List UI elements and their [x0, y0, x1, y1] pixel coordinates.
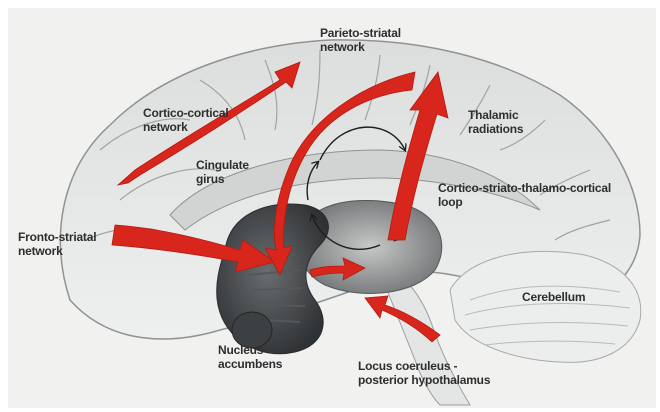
label-cortico-cortical: Cortico-cortical network: [143, 106, 228, 134]
label-parieto-line1: Parieto-striatal: [320, 26, 401, 40]
label-nucleus-line2: accumbens: [218, 357, 282, 371]
label-cingulate-line1: Cingulate: [196, 158, 249, 172]
label-cingulate-line2: girus: [196, 172, 249, 186]
label-cortico-line1: Cortico-cortical: [143, 106, 228, 120]
label-loop-line1: Cortico-striato-thalamo-cortical: [438, 181, 611, 195]
label-cstc-loop: Cortico-striato-thalamo-cortical loop: [438, 181, 611, 209]
label-cingulate-girus: Cingulate girus: [196, 158, 249, 186]
label-parieto-striatal: Parieto-striatal network: [320, 26, 401, 54]
label-fronto-striatal: Fronto-striatal network: [18, 230, 96, 258]
label-fronto-line2: network: [18, 244, 96, 258]
label-thalamic-radiations: Thalamic radiations: [468, 108, 523, 136]
label-locus-line2: posterior hypothalamus: [358, 373, 490, 387]
label-thalamic-line2: radiations: [468, 122, 523, 136]
label-cerebellum: Cerebellum: [522, 290, 585, 304]
label-loop-line2: loop: [438, 195, 611, 209]
label-nucleus-accumbens: Nucleus accumbens: [218, 343, 282, 371]
label-locus-coeruleus: Locus coeruleus - posterior hypothalamus: [358, 359, 490, 387]
label-parieto-line2: network: [320, 40, 401, 54]
label-nucleus-line1: Nucleus: [218, 343, 282, 357]
label-cerebellum-text: Cerebellum: [522, 290, 585, 304]
label-thalamic-line1: Thalamic: [468, 108, 523, 122]
label-fronto-line1: Fronto-striatal: [18, 230, 96, 244]
label-cortico-line2: network: [143, 120, 228, 134]
label-locus-line1: Locus coeruleus -: [358, 359, 490, 373]
